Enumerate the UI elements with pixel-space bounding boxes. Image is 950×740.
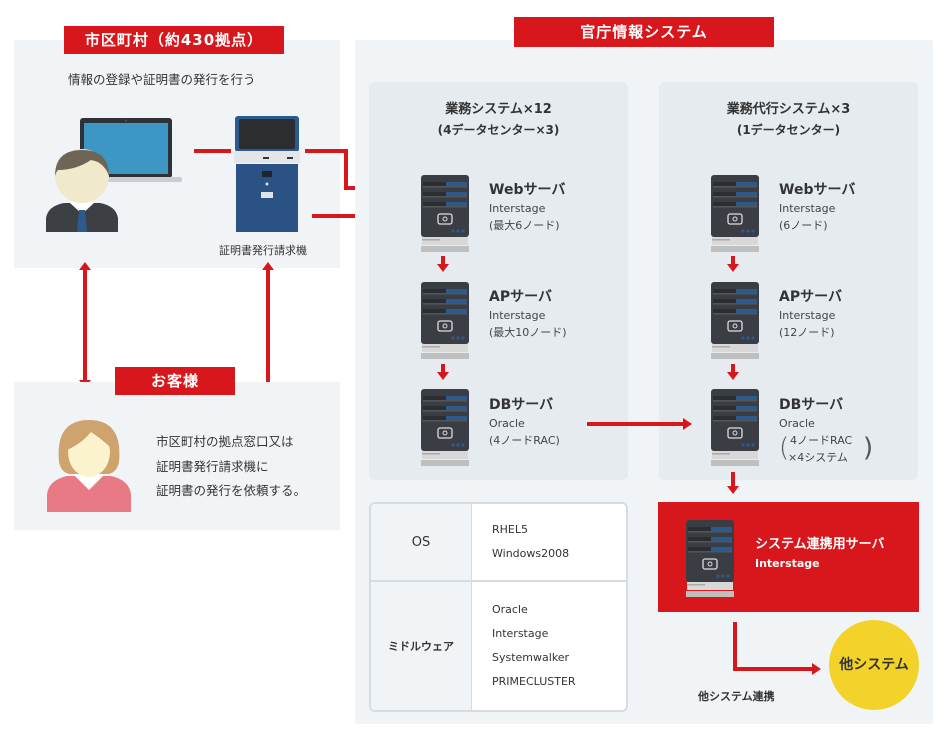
spec-value: Systemwalker xyxy=(492,651,570,664)
server-note-line-1: 4ノードRAC xyxy=(790,434,853,447)
arrow-up-icon xyxy=(79,262,91,270)
staff-customer-line xyxy=(83,270,87,380)
db-integration-connector xyxy=(731,472,735,486)
server-note: (12ノード) xyxy=(779,326,835,339)
bracket-open: ( xyxy=(779,433,790,463)
integration-server-name: システム連携用サーバ xyxy=(755,537,885,552)
arrow-right-icon xyxy=(812,663,821,675)
arrow-down-icon xyxy=(437,264,449,272)
spec-value: Windows2008 xyxy=(492,547,570,560)
customer-description-line-1: 市区町村の拠点窓口又は xyxy=(156,434,294,449)
arrow-up-icon xyxy=(262,262,274,270)
proxy-system-subtitle: (1データセンター) xyxy=(736,123,841,137)
certificate-kiosk-icon xyxy=(234,116,300,232)
arrow-down-icon xyxy=(437,372,449,380)
proxy-db-server-icon xyxy=(710,389,760,473)
customer-description-line-2: 証明書発行請求機に xyxy=(156,459,269,474)
integration-server-icon xyxy=(685,520,735,604)
other-link-line-h xyxy=(733,667,812,671)
customer-description-line-3: 証明書の発行を依頼する。 xyxy=(156,483,307,498)
spec-value: RHEL5 xyxy=(492,523,528,536)
spec-values: Oracle Interstage Systemwalker PRIMECLUS… xyxy=(472,582,626,710)
proxy-web-server: Webサーバ Interstage (6ノード) xyxy=(779,180,855,234)
other-system-circle: 他システム xyxy=(829,620,919,710)
business-db-server-icon xyxy=(420,389,470,473)
staff-person-icon xyxy=(46,149,118,232)
spec-value: PRIMECLUSTER xyxy=(492,675,576,688)
server-software: Interstage xyxy=(779,309,836,322)
spec-row-os: OS RHEL5 Windows2008 xyxy=(371,504,626,582)
arrow-right-icon xyxy=(683,418,692,430)
business-system-subtitle: (4データセンター×3) xyxy=(437,123,560,137)
spec-value: Interstage xyxy=(492,627,549,640)
integration-server-software: Interstage xyxy=(755,557,820,570)
server-note: (最大10ノード) xyxy=(489,326,567,339)
server-note: (最大6ノード) xyxy=(489,219,560,232)
server-name: Webサーバ xyxy=(489,182,566,198)
spec-values: RHEL5 Windows2008 xyxy=(472,504,626,582)
server-name: DBサーバ xyxy=(489,397,554,413)
server-name: Webサーバ xyxy=(779,182,856,198)
proxy-ap-db-connector xyxy=(731,364,735,372)
db-replication-line xyxy=(587,422,683,426)
kiosk-label: 証明書発行請求機 xyxy=(219,244,307,257)
proxy-system-title: 業務代行システム×3 xyxy=(726,102,851,117)
proxy-web-server-icon xyxy=(710,175,760,259)
server-name: APサーバ xyxy=(779,289,842,305)
server-software: Oracle xyxy=(779,417,815,430)
customer-kiosk-line xyxy=(266,270,270,390)
spec-value: Oracle xyxy=(492,603,528,616)
business-db-server: DBサーバ Oracle (4ノードRAC) xyxy=(489,395,560,449)
spec-key: OS xyxy=(371,504,472,582)
proxy-db-server: DBサーバ Oracle ( 4ノードRAC ×4システム ) xyxy=(779,395,873,466)
server-software: Interstage xyxy=(489,309,546,322)
server-note: (4ノードRAC) xyxy=(489,434,560,447)
proxy-system-panel xyxy=(659,82,918,480)
server-software: Oracle xyxy=(489,417,525,430)
server-software: Interstage xyxy=(779,202,836,215)
municipal-description: 情報の登録や証明書の発行を行う xyxy=(68,72,256,87)
server-note-line-2: ×4システム xyxy=(788,451,848,464)
government-tag: 官庁情報システム xyxy=(514,17,774,47)
other-link-line-v xyxy=(733,622,737,671)
kiosk-web-line-1b xyxy=(344,149,348,189)
kiosk-web-line-1a xyxy=(305,149,347,153)
business-system-title: 業務システム×12 xyxy=(445,102,552,117)
arrow-down-icon xyxy=(727,372,739,380)
server-note: (6ノード) xyxy=(779,219,828,232)
spec-table: OS RHEL5 Windows2008 ミドルウェア Oracle Inter… xyxy=(369,502,628,712)
ap-db-connector xyxy=(441,364,445,372)
business-web-server-icon xyxy=(420,175,470,259)
arrow-down-icon xyxy=(727,486,739,494)
spec-row-middleware: ミドルウェア Oracle Interstage Systemwalker PR… xyxy=(371,582,626,710)
proxy-ap-server-icon xyxy=(710,282,760,366)
other-link-label: 他システム連携 xyxy=(698,690,775,703)
web-ap-connector xyxy=(441,256,445,264)
server-name: APサーバ xyxy=(489,289,552,305)
business-web-server: Webサーバ Interstage (最大6ノード) xyxy=(489,180,565,234)
proxy-web-ap-connector xyxy=(731,256,735,264)
municipal-tag: 市区町村（約430拠点） xyxy=(64,26,284,54)
customer-tag: お客様 xyxy=(115,367,235,395)
bracket-close: ) xyxy=(863,433,874,463)
server-software: Interstage xyxy=(489,202,546,215)
proxy-ap-server: APサーバ Interstage (12ノード) xyxy=(779,287,842,341)
server-name: DBサーバ xyxy=(779,397,844,413)
spec-key: ミドルウェア xyxy=(371,582,472,710)
arrow-down-icon xyxy=(727,264,739,272)
business-ap-server-icon xyxy=(420,282,470,366)
laptop-kiosk-connector xyxy=(194,149,231,153)
integration-server-text: システム連携用サーバ Interstage xyxy=(755,535,884,573)
business-system-panel xyxy=(369,82,628,480)
business-ap-server: APサーバ Interstage (最大10ノード) xyxy=(489,287,567,341)
customer-person-icon xyxy=(47,420,131,512)
